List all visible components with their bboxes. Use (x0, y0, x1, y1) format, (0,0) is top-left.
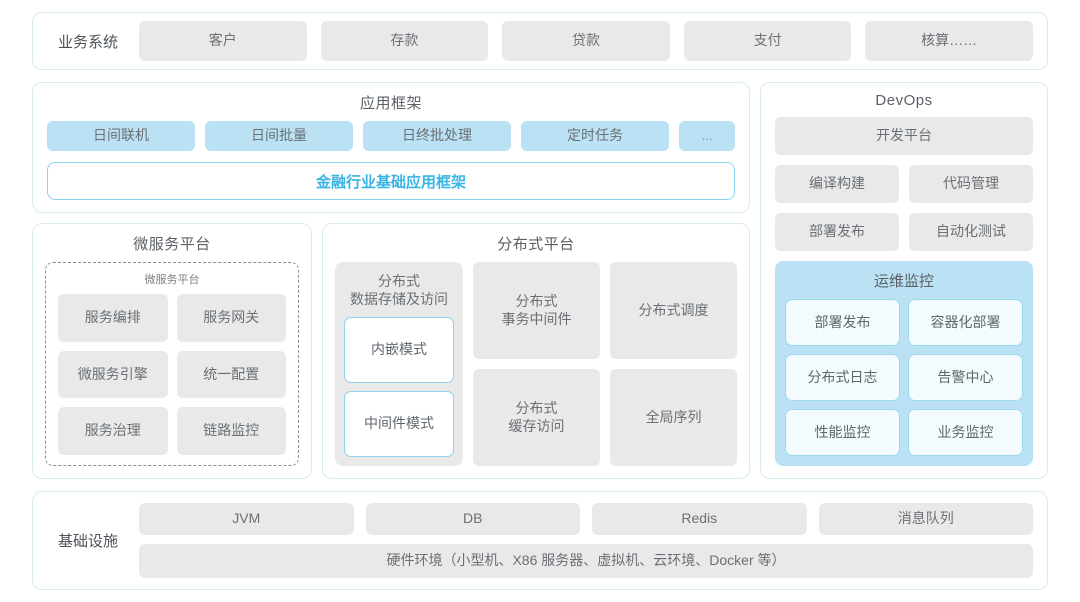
infrastructure-chip-list: JVM DB Redis 消息队列 (139, 503, 1033, 535)
distributed-card-global-sequence[interactable]: 全局序列 (610, 369, 737, 466)
ops-monitor-grid: 部署发布 容器化部署 分布式日志 告警中心 性能监控 业务监控 (785, 299, 1023, 456)
business-system-customer[interactable]: 客户 (139, 21, 307, 61)
infrastructure-item-message-queue[interactable]: 消息队列 (818, 503, 1033, 535)
microservice-platform-title: 微服务平台 (133, 236, 211, 253)
distributed-body: 分布式 数据存储及访问 内嵌模式 中间件模式 分布式 事务中间件 (335, 262, 737, 466)
app-framework-chip-list: 日间联机 日间批量 日终批处理 定时任务 ... (47, 121, 735, 151)
distributed-card-transaction-middleware[interactable]: 分布式 事务中间件 (473, 262, 600, 359)
ops-item-containerized-deploy[interactable]: 容器化部署 (908, 299, 1023, 346)
distributed-card-cache-access[interactable]: 分布式 缓存访问 (473, 369, 600, 466)
business-systems-chip-list: 客户 存款 贷款 支付 核算…… (139, 21, 1033, 61)
distributed-storage-card[interactable]: 分布式 数据存储及访问 内嵌模式 中间件模式 (335, 262, 463, 466)
infrastructure-item-jvm[interactable]: JVM (139, 503, 354, 535)
app-framework-chip-more[interactable]: ... (679, 121, 735, 151)
distributed-card-scheduling[interactable]: 分布式调度 (610, 262, 737, 359)
infrastructure-body: JVM DB Redis 消息队列 硬件环境（小型机、X86 服务器、虚拟机、云… (139, 503, 1033, 578)
app-framework-chip-daytime-batch[interactable]: 日间批量 (205, 121, 353, 151)
devops-title: DevOps (875, 92, 933, 109)
distributed-storage-mode-embedded[interactable]: 内嵌模式 (344, 317, 454, 384)
app-framework-panel: 应用框架 日间联机 日间批量 日终批处理 定时任务 ... 金融行业基础应用框架 (32, 82, 750, 213)
ops-item-alert-center[interactable]: 告警中心 (908, 354, 1023, 401)
microservice-item-governance[interactable]: 服务治理 (58, 407, 168, 455)
distributed-storage-title-line1: 分布式 (378, 273, 420, 289)
devops-panel: DevOps 开发平台 编译构建 代码管理 部署发布 自动化测试 运维监控 部署… (760, 82, 1048, 479)
ops-item-distributed-log[interactable]: 分布式日志 (785, 354, 900, 401)
microservice-item-grid: 服务编排 服务网关 微服务引擎 统一配置 服务治理 链路监控 (58, 294, 286, 455)
devops-row-deploy: 部署发布 自动化测试 (775, 213, 1033, 251)
finance-base-framework-banner: 金融行业基础应用框架 (47, 162, 735, 200)
distributed-card-transaction-middleware-line2: 事务中间件 (501, 310, 572, 327)
ops-monitor-box: 运维监控 部署发布 容器化部署 分布式日志 告警中心 性能监控 业务监控 (775, 261, 1033, 466)
app-framework-chip-scheduled-task[interactable]: 定时任务 (521, 121, 669, 151)
business-system-payment[interactable]: 支付 (683, 21, 852, 61)
distributed-card-cache-access-line2: 缓存访问 (508, 417, 565, 434)
infrastructure-item-db[interactable]: DB (365, 503, 580, 535)
devops-row-build: 编译构建 代码管理 (775, 165, 1033, 203)
devops-item-code-management[interactable]: 代码管理 (909, 165, 1033, 203)
distributed-card-grid: 分布式 事务中间件 分布式调度 分布 (473, 262, 737, 466)
distributed-storage-title: 分布式 数据存储及访问 (344, 272, 454, 317)
middle-band: 应用框架 日间联机 日间批量 日终批处理 定时任务 ... 金融行业基础应用框架… (32, 82, 1048, 479)
microservice-item-gateway[interactable]: 服务网关 (176, 294, 286, 342)
distributed-card-cache-access-line1: 分布式 (515, 399, 558, 416)
business-system-loan[interactable]: 贷款 (502, 21, 670, 61)
business-systems-label: 业务系统 (57, 33, 118, 51)
app-framework-chip-daytime-online[interactable]: 日间联机 (47, 121, 195, 151)
platform-column: 应用框架 日间联机 日间批量 日终批处理 定时任务 ... 金融行业基础应用框架… (32, 82, 750, 479)
app-framework-title: 应用框架 (359, 95, 422, 112)
microservice-item-engine[interactable]: 微服务引擎 (58, 350, 168, 399)
distributed-card-global-sequence-line1: 全局序列 (645, 408, 702, 425)
infrastructure-item-hardware-environment[interactable]: 硬件环境（小型机、X86 服务器、虚拟机、云环境、Docker 等） (139, 544, 1033, 578)
ops-item-business-monitor[interactable]: 业务监控 (908, 409, 1023, 456)
microservice-inner-title: 微服务平台 (144, 274, 200, 286)
distributed-platform-title: 分布式平台 (497, 236, 575, 253)
distributed-storage-title-line2: 数据存储及访问 (350, 291, 448, 308)
distributed-card-scheduling-line1: 分布式调度 (638, 301, 709, 318)
microservice-item-trace-monitor[interactable]: 链路监控 (176, 407, 286, 455)
devops-item-compile-build[interactable]: 编译构建 (775, 165, 899, 203)
devops-item-deploy-release[interactable]: 部署发布 (775, 213, 899, 251)
ops-item-performance-monitor[interactable]: 性能监控 (785, 409, 900, 456)
ops-monitor-title: 运维监控 (873, 273, 934, 290)
distributed-card-transaction-middleware-line1: 分布式 (515, 292, 558, 309)
business-system-accounting[interactable]: 核算…… (865, 21, 1033, 61)
infrastructure-item-redis[interactable]: Redis (592, 503, 807, 535)
microservice-inner-box: 微服务平台 服务编排 服务网关 微服务引擎 统一配置 服务治理 链路监控 (45, 262, 299, 466)
microservice-item-orchestration[interactable]: 服务编排 (58, 294, 168, 342)
infrastructure-panel: 基础设施 JVM DB Redis 消息队列 硬件环境（小型机、X86 服务器、… (32, 491, 1048, 590)
distributed-storage-mode-middleware[interactable]: 中间件模式 (344, 391, 454, 457)
microservice-platform-panel: 微服务平台 微服务平台 服务编排 服务网关 微服务引擎 统一配置 服务治理 链路… (32, 223, 312, 479)
lower-platform-row: 微服务平台 微服务平台 服务编排 服务网关 微服务引擎 统一配置 服务治理 链路… (32, 223, 750, 479)
infrastructure-hardware-row: 硬件环境（小型机、X86 服务器、虚拟机、云环境、Docker 等） (139, 544, 1033, 578)
business-system-deposit[interactable]: 存款 (320, 21, 489, 61)
microservice-item-unified-config[interactable]: 统一配置 (176, 350, 286, 399)
app-framework-chip-eod-batch[interactable]: 日终批处理 (363, 121, 511, 151)
devops-stack: 开发平台 编译构建 代码管理 部署发布 自动化测试 运维监控 部署发布 容器化部… (775, 117, 1033, 466)
devops-item-automated-test[interactable]: 自动化测试 (909, 213, 1033, 251)
ops-item-deploy-release[interactable]: 部署发布 (785, 299, 900, 346)
distributed-platform-panel: 分布式平台 分布式 数据存储及访问 内嵌模式 中间件模式 (322, 223, 750, 479)
business-systems-panel: 业务系统 客户 存款 贷款 支付 核算…… (32, 12, 1048, 70)
infrastructure-label: 基础设施 (57, 533, 118, 550)
devops-item-dev-platform[interactable]: 开发平台 (775, 117, 1033, 155)
